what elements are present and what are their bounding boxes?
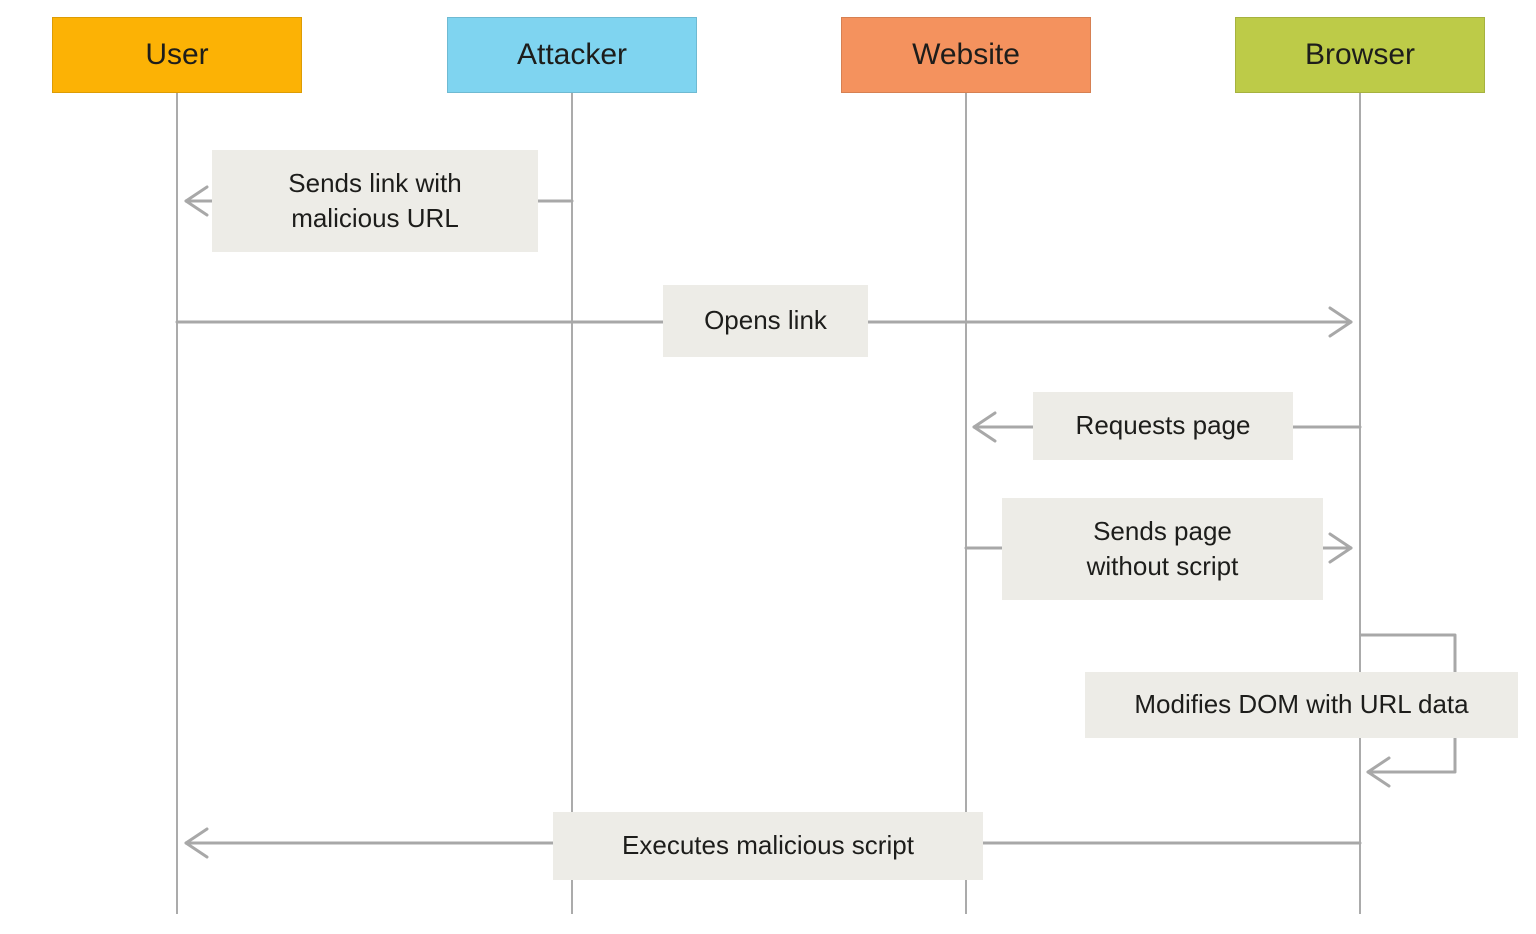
arrowhead-sends-page (1328, 532, 1353, 564)
actor-box-website: Website (841, 17, 1091, 93)
lifeline-user (176, 93, 178, 914)
message-label-sends-page: Sends page without script (1002, 498, 1323, 600)
message-label-opens-link: Opens link (663, 285, 868, 357)
lifeline-attacker (571, 93, 573, 914)
message-label-executes-script: Executes malicious script (553, 812, 983, 880)
arrowhead-requests-page (972, 411, 997, 443)
actor-box-attacker: Attacker (447, 17, 697, 93)
actor-label-attacker: Attacker (516, 38, 628, 71)
actor-box-user: User (52, 17, 302, 93)
message-label-modifies-dom: Modifies DOM with URL data (1085, 672, 1518, 738)
arrowhead-sends-link (184, 185, 209, 217)
lifeline-browser (1359, 93, 1361, 914)
actor-label-website: Website (912, 38, 1020, 71)
message-label-requests-page: Requests page (1033, 392, 1293, 460)
actor-label-user: User (145, 38, 209, 71)
arrowhead-executes-script (184, 827, 209, 859)
arrowhead-opens-link (1328, 306, 1353, 338)
lifeline-website (965, 93, 967, 914)
arrowhead-modifies-dom (1366, 756, 1391, 788)
message-label-sends-link: Sends link with malicious URL (212, 150, 538, 252)
actor-box-browser: Browser (1235, 17, 1485, 93)
actor-label-browser: Browser (1304, 38, 1416, 71)
